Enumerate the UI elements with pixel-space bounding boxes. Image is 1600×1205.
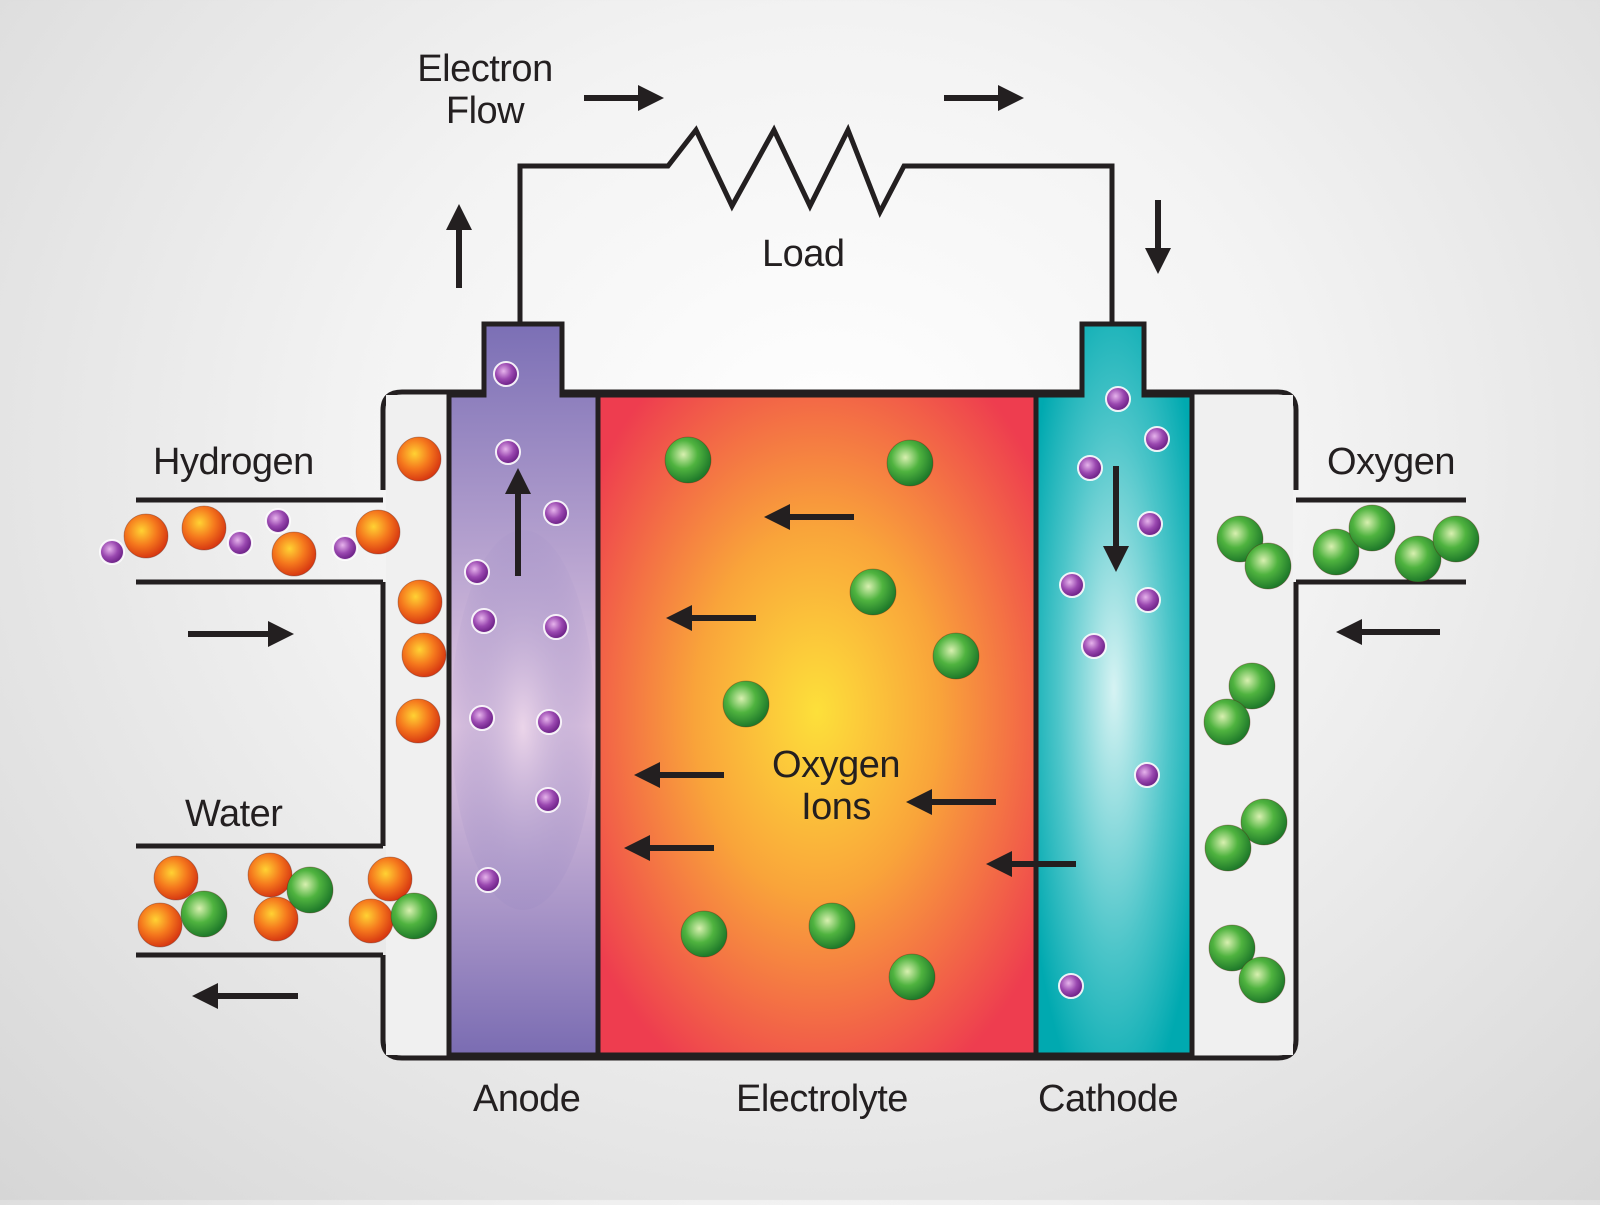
oxygen-atom (1244, 542, 1292, 590)
oxygen-atom (390, 892, 438, 940)
oxygen-atom (1394, 535, 1442, 583)
electron-flow-line2: Flow (445, 90, 525, 132)
electron (1144, 426, 1170, 452)
oxygen-atom (286, 866, 334, 914)
oxygen-ions-line1: Oxygen (772, 744, 900, 786)
electron (536, 709, 562, 735)
electron (99, 539, 125, 565)
electrolyte (595, 392, 1039, 1058)
electron (464, 559, 490, 585)
electron (227, 530, 253, 556)
oxygen-ion (888, 953, 936, 1001)
arrow-head (268, 621, 294, 647)
oxygen-atom (1432, 515, 1480, 563)
electron (1105, 386, 1131, 412)
hydrogen-atom (348, 898, 394, 944)
electron (332, 535, 358, 561)
water-label: Water (185, 793, 283, 835)
hydrogen-atom (153, 855, 199, 901)
cell-housing (380, 389, 1299, 490)
electron (1137, 511, 1163, 537)
arrow-head (906, 789, 932, 815)
oxygen-ion (664, 436, 712, 484)
arrow-head (666, 605, 692, 631)
electrolyte-label: Electrolyte (736, 1078, 908, 1120)
arrow-head (624, 835, 650, 861)
oxygen-atom (1312, 528, 1360, 576)
hydrogen-atom (271, 531, 317, 577)
arrows (188, 85, 1440, 1009)
electron (1077, 455, 1103, 481)
hydrogen-label: Hydrogen (153, 441, 314, 483)
cathode-label: Cathode (1038, 1078, 1179, 1120)
cathode (1033, 321, 1195, 1058)
hydrogen-atom (253, 896, 299, 942)
hydrogen-atom (355, 509, 401, 555)
oxygen-atom (1203, 698, 1251, 746)
hydrogen-atom (137, 902, 183, 948)
oxygen-ion (932, 632, 980, 680)
oxygen-atom (1348, 504, 1396, 552)
electron (1081, 633, 1107, 659)
oxygen-ion (680, 910, 728, 958)
load-label: Load (762, 233, 845, 275)
arrow-head (986, 851, 1012, 877)
particles (99, 361, 1480, 1004)
electron (543, 614, 569, 640)
hydrogen-atom (401, 632, 447, 678)
oxygen-atom (1208, 924, 1256, 972)
hydrogen-atom (367, 856, 413, 902)
electron-flow-line1: Electron (417, 48, 553, 90)
oxygen-ion (849, 568, 897, 616)
oxygen-atom (180, 890, 228, 938)
electron (265, 508, 291, 534)
oxygen-ions-line2: Ions (801, 786, 871, 828)
arrow-head (1145, 248, 1171, 274)
arrow-head (638, 85, 664, 111)
arrow-head (1103, 546, 1129, 572)
electron (535, 787, 561, 813)
electron (493, 361, 519, 387)
anode-label: Anode (473, 1078, 581, 1120)
arrow-head (634, 762, 660, 788)
electron (1134, 762, 1160, 788)
electron (475, 867, 501, 893)
electron (1058, 973, 1084, 999)
electron (471, 608, 497, 634)
oxygen-ion (722, 680, 770, 728)
oxygen-atom (1228, 662, 1276, 710)
oxygen-ion (886, 439, 934, 487)
hydrogen-atom (247, 852, 293, 898)
hydrogen-atom (123, 513, 169, 559)
arrow-head (505, 468, 531, 494)
oxygen-label: Oxygen (1327, 441, 1455, 483)
hydrogen-atom (181, 505, 227, 551)
hydrogen-atom (395, 698, 441, 744)
electron (469, 705, 495, 731)
arrow-head (1336, 619, 1362, 645)
hydrogen-atom (397, 579, 443, 625)
oxygen-atom (1240, 798, 1288, 846)
electron (543, 500, 569, 526)
oxygen-atom (1204, 824, 1252, 872)
electron-flow-label: Electron Flow (400, 48, 570, 132)
cell-housing-bottom (380, 955, 1299, 1061)
electron (1059, 572, 1085, 598)
arrow-head (764, 504, 790, 530)
electron (495, 439, 521, 465)
arrow-head (998, 85, 1024, 111)
oxygen-atom (1238, 956, 1286, 1004)
arrow-head (446, 204, 472, 230)
arrow-head (192, 983, 218, 1009)
hydrogen-atom (396, 436, 442, 482)
circuit-wire (517, 123, 1115, 324)
electron (1135, 587, 1161, 613)
oxygen-ion (808, 902, 856, 950)
oxygen-ions-label: Oxygen Ions (752, 744, 920, 828)
